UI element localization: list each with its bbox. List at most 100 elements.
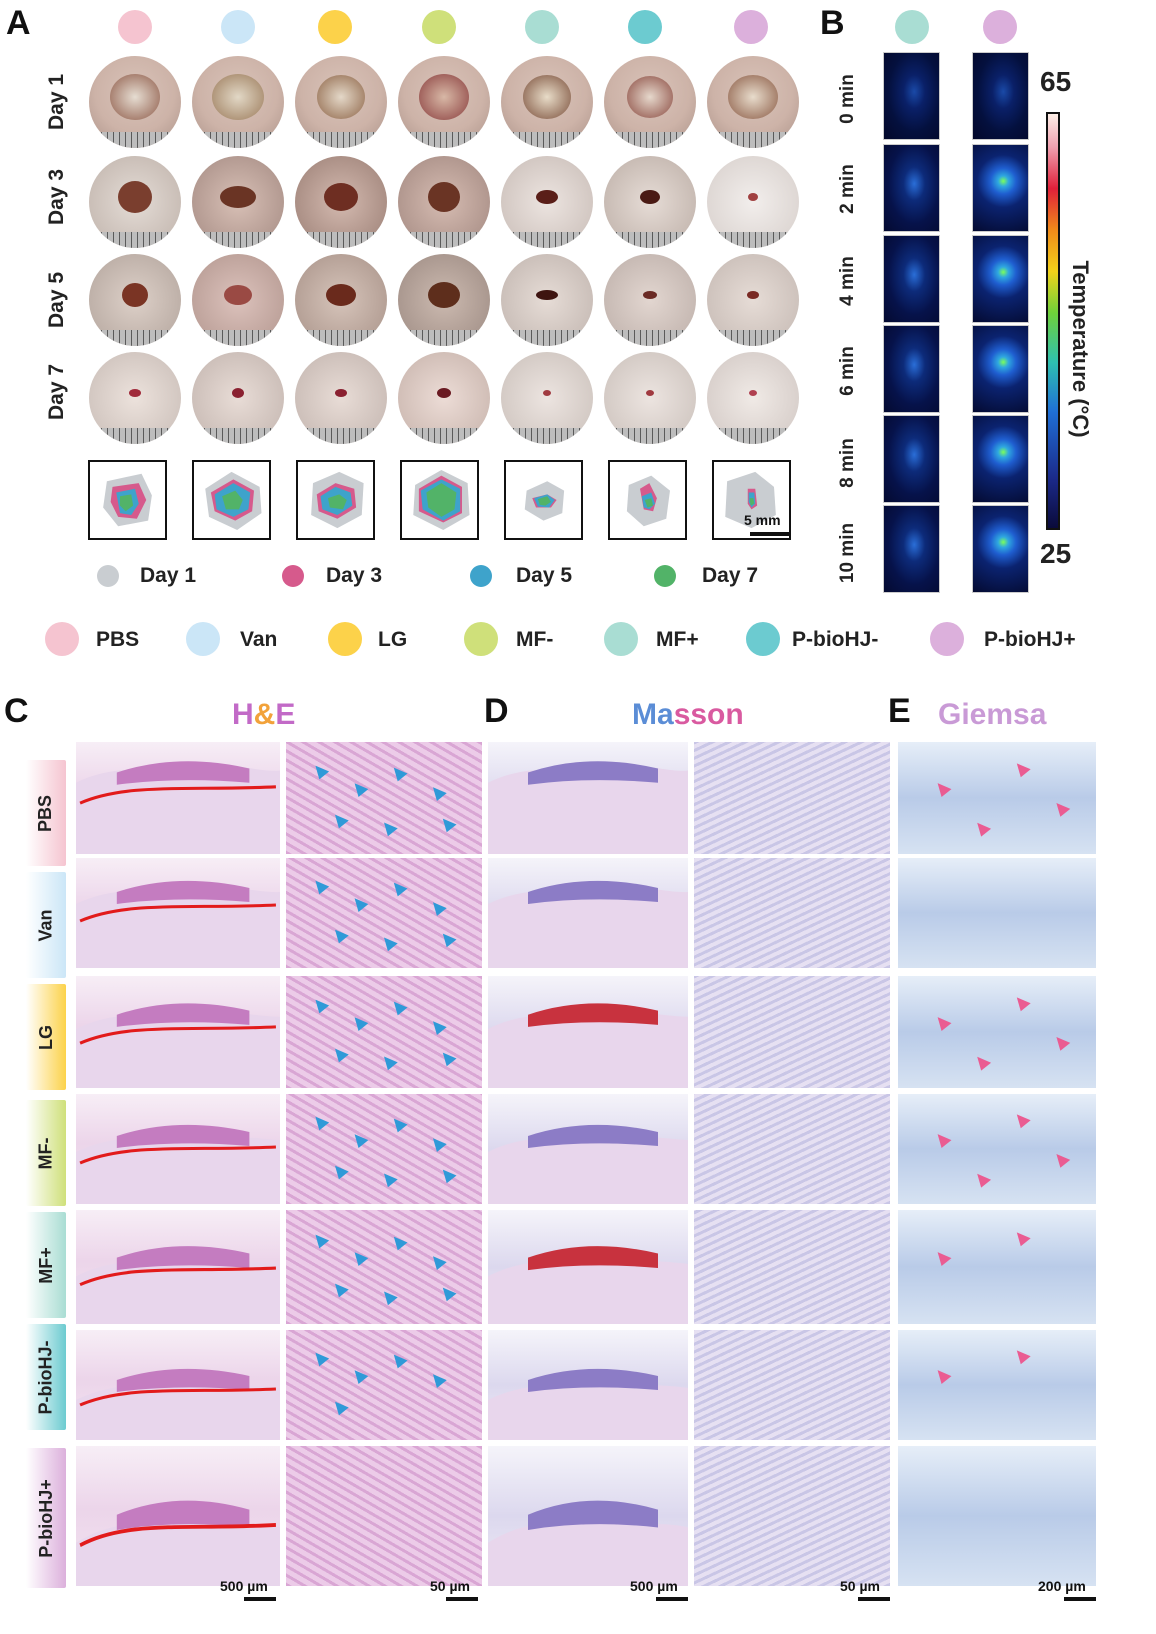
wound-photo: [398, 254, 490, 346]
panel-label-b: B: [820, 4, 845, 42]
time-label-6: 6 min: [837, 346, 858, 396]
legend-dot-mf-minus: [464, 622, 498, 656]
wound-photo: [89, 156, 181, 248]
scale-label-masson-low: 500 µm: [630, 1578, 678, 1594]
thermal-image: [972, 415, 1029, 503]
histology-image: [488, 858, 688, 968]
group-dot-van: [221, 10, 255, 44]
wound-photo: [707, 254, 799, 346]
wound-trace: [400, 460, 479, 540]
wound-photo: [501, 56, 593, 148]
wound-photo: [501, 156, 593, 248]
legend-label-pbiohj-minus: P-bioHJ-: [792, 628, 879, 651]
thermal-image: [972, 144, 1029, 232]
legend-dot-mf-plus: [604, 622, 638, 656]
row-tag-van: Van: [26, 872, 66, 978]
histology-image: [286, 1210, 482, 1324]
legend-dot-pbiohj-minus: [746, 622, 780, 656]
row-tag-lg: LG: [26, 984, 66, 1090]
legend-label-van: Van: [240, 628, 278, 651]
wound-photo: [604, 56, 696, 148]
time-label-2: 2 min: [837, 164, 858, 214]
wound-photo: [501, 254, 593, 346]
group-dot-mf-plus: [525, 10, 559, 44]
group-dot-mf-minus: [422, 10, 456, 44]
thermal-image: [883, 144, 940, 232]
wound-trace: [88, 460, 167, 540]
time-label-0: 0 min: [837, 74, 858, 124]
histology-image: [488, 1330, 688, 1440]
thermal-image: [972, 235, 1029, 323]
histology-image: [488, 1094, 688, 1204]
row-tag-pbs: PBS: [26, 760, 66, 866]
scale-bar-he-high: [446, 1597, 478, 1601]
wound-photo: [89, 352, 181, 444]
histology-image: [286, 1094, 482, 1204]
histology-image: [76, 742, 280, 854]
wound-photo: [192, 56, 284, 148]
legend-dot-van: [186, 622, 220, 656]
wound-photo: [707, 156, 799, 248]
scale-label-he-low: 500 µm: [220, 1578, 268, 1594]
wound-photo: [295, 352, 387, 444]
histology-image: [694, 1330, 890, 1440]
colorbar-label: Temperature (°C): [1068, 260, 1093, 438]
legend-dot-day7: [654, 565, 676, 587]
histology-image: [286, 742, 482, 854]
legend-label-mf-minus: MF-: [516, 628, 554, 651]
legend-dot-day1: [97, 565, 119, 587]
histology-image: [76, 976, 280, 1088]
histology-image: [76, 1210, 280, 1324]
row-tag-mf-plus: MF+: [26, 1212, 66, 1318]
thermal-image: [972, 52, 1029, 140]
wound-photo: [295, 254, 387, 346]
legend-label-pbiohj-plus: P-bioHJ+: [984, 628, 1076, 651]
colorbar-max: 65: [1040, 66, 1072, 97]
histology-image: [488, 1446, 688, 1586]
histology-image: [76, 1330, 280, 1440]
panel-label-a: A: [6, 4, 31, 42]
row-tag-mf-minus: MF-: [26, 1100, 66, 1206]
histology-image: [898, 1094, 1096, 1204]
day-label-7: Day 7: [45, 363, 68, 421]
time-label-10: 10 min: [837, 522, 858, 584]
panel-label-e: E: [888, 692, 911, 730]
histology-image: [694, 1094, 890, 1204]
wound-photo: [295, 156, 387, 248]
histology-image: [76, 1094, 280, 1204]
wound-photo: [604, 352, 696, 444]
histology-image: [488, 976, 688, 1088]
wound-photo: [501, 352, 593, 444]
wound-trace: [712, 460, 791, 540]
scale-bar-giemsa: [1064, 1597, 1096, 1601]
histology-image: [76, 858, 280, 968]
legend-label-day3: Day 3: [326, 564, 383, 587]
temperature-colorbar: [1046, 112, 1060, 530]
colorbar-min: 25: [1040, 538, 1072, 569]
group-dot-lg: [318, 10, 352, 44]
histology-image: [898, 858, 1096, 968]
legend-label-day5: Day 5: [516, 564, 573, 587]
wound-photo: [707, 352, 799, 444]
histology-image: [694, 1446, 890, 1586]
wound-photo: [398, 156, 490, 248]
legend-label-pbs: PBS: [96, 628, 140, 651]
scale-label-masson-high: 50 µm: [840, 1578, 880, 1594]
group-dot-pbiohj-minus: [628, 10, 662, 44]
thermal-image: [883, 52, 940, 140]
histology-image: [694, 976, 890, 1088]
scale-bar-masson-high: [858, 1597, 890, 1601]
wound-photo: [398, 56, 490, 148]
legend-dot-pbs: [45, 622, 79, 656]
histology-image: [898, 976, 1096, 1088]
scale-bar-he-low: [244, 1597, 276, 1601]
histology-image: [898, 1210, 1096, 1324]
scale-label-5mm: 5 mm: [744, 512, 781, 528]
row-tag-pbiohj-minus: P-bioHJ-: [26, 1324, 66, 1430]
histology-image: [286, 976, 482, 1088]
thermal-image: [883, 235, 940, 323]
scale-bar-masson-low: [656, 1597, 688, 1601]
thermal-image: [883, 325, 940, 413]
wound-photo: [89, 56, 181, 148]
thermal-image: [883, 415, 940, 503]
